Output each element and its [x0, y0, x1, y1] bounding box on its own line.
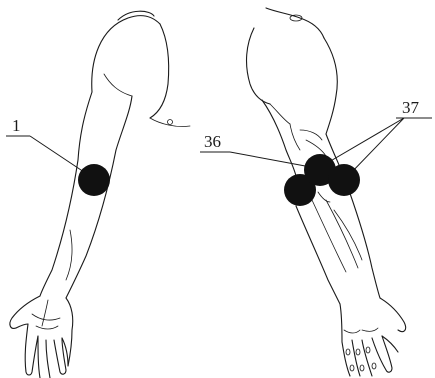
label-37-leader-a: [322, 118, 404, 166]
right-arm-drawing: [247, 8, 406, 376]
label-1-leader: [30, 136, 90, 176]
label-1: 1: [12, 116, 21, 135]
label-37-leader-b: [348, 118, 404, 176]
point-37-marker-right: [328, 164, 360, 196]
label-37: 37: [402, 98, 420, 117]
point-1-marker: [78, 164, 110, 196]
label-36: 36: [204, 132, 221, 151]
label-36-leader: [230, 152, 316, 168]
